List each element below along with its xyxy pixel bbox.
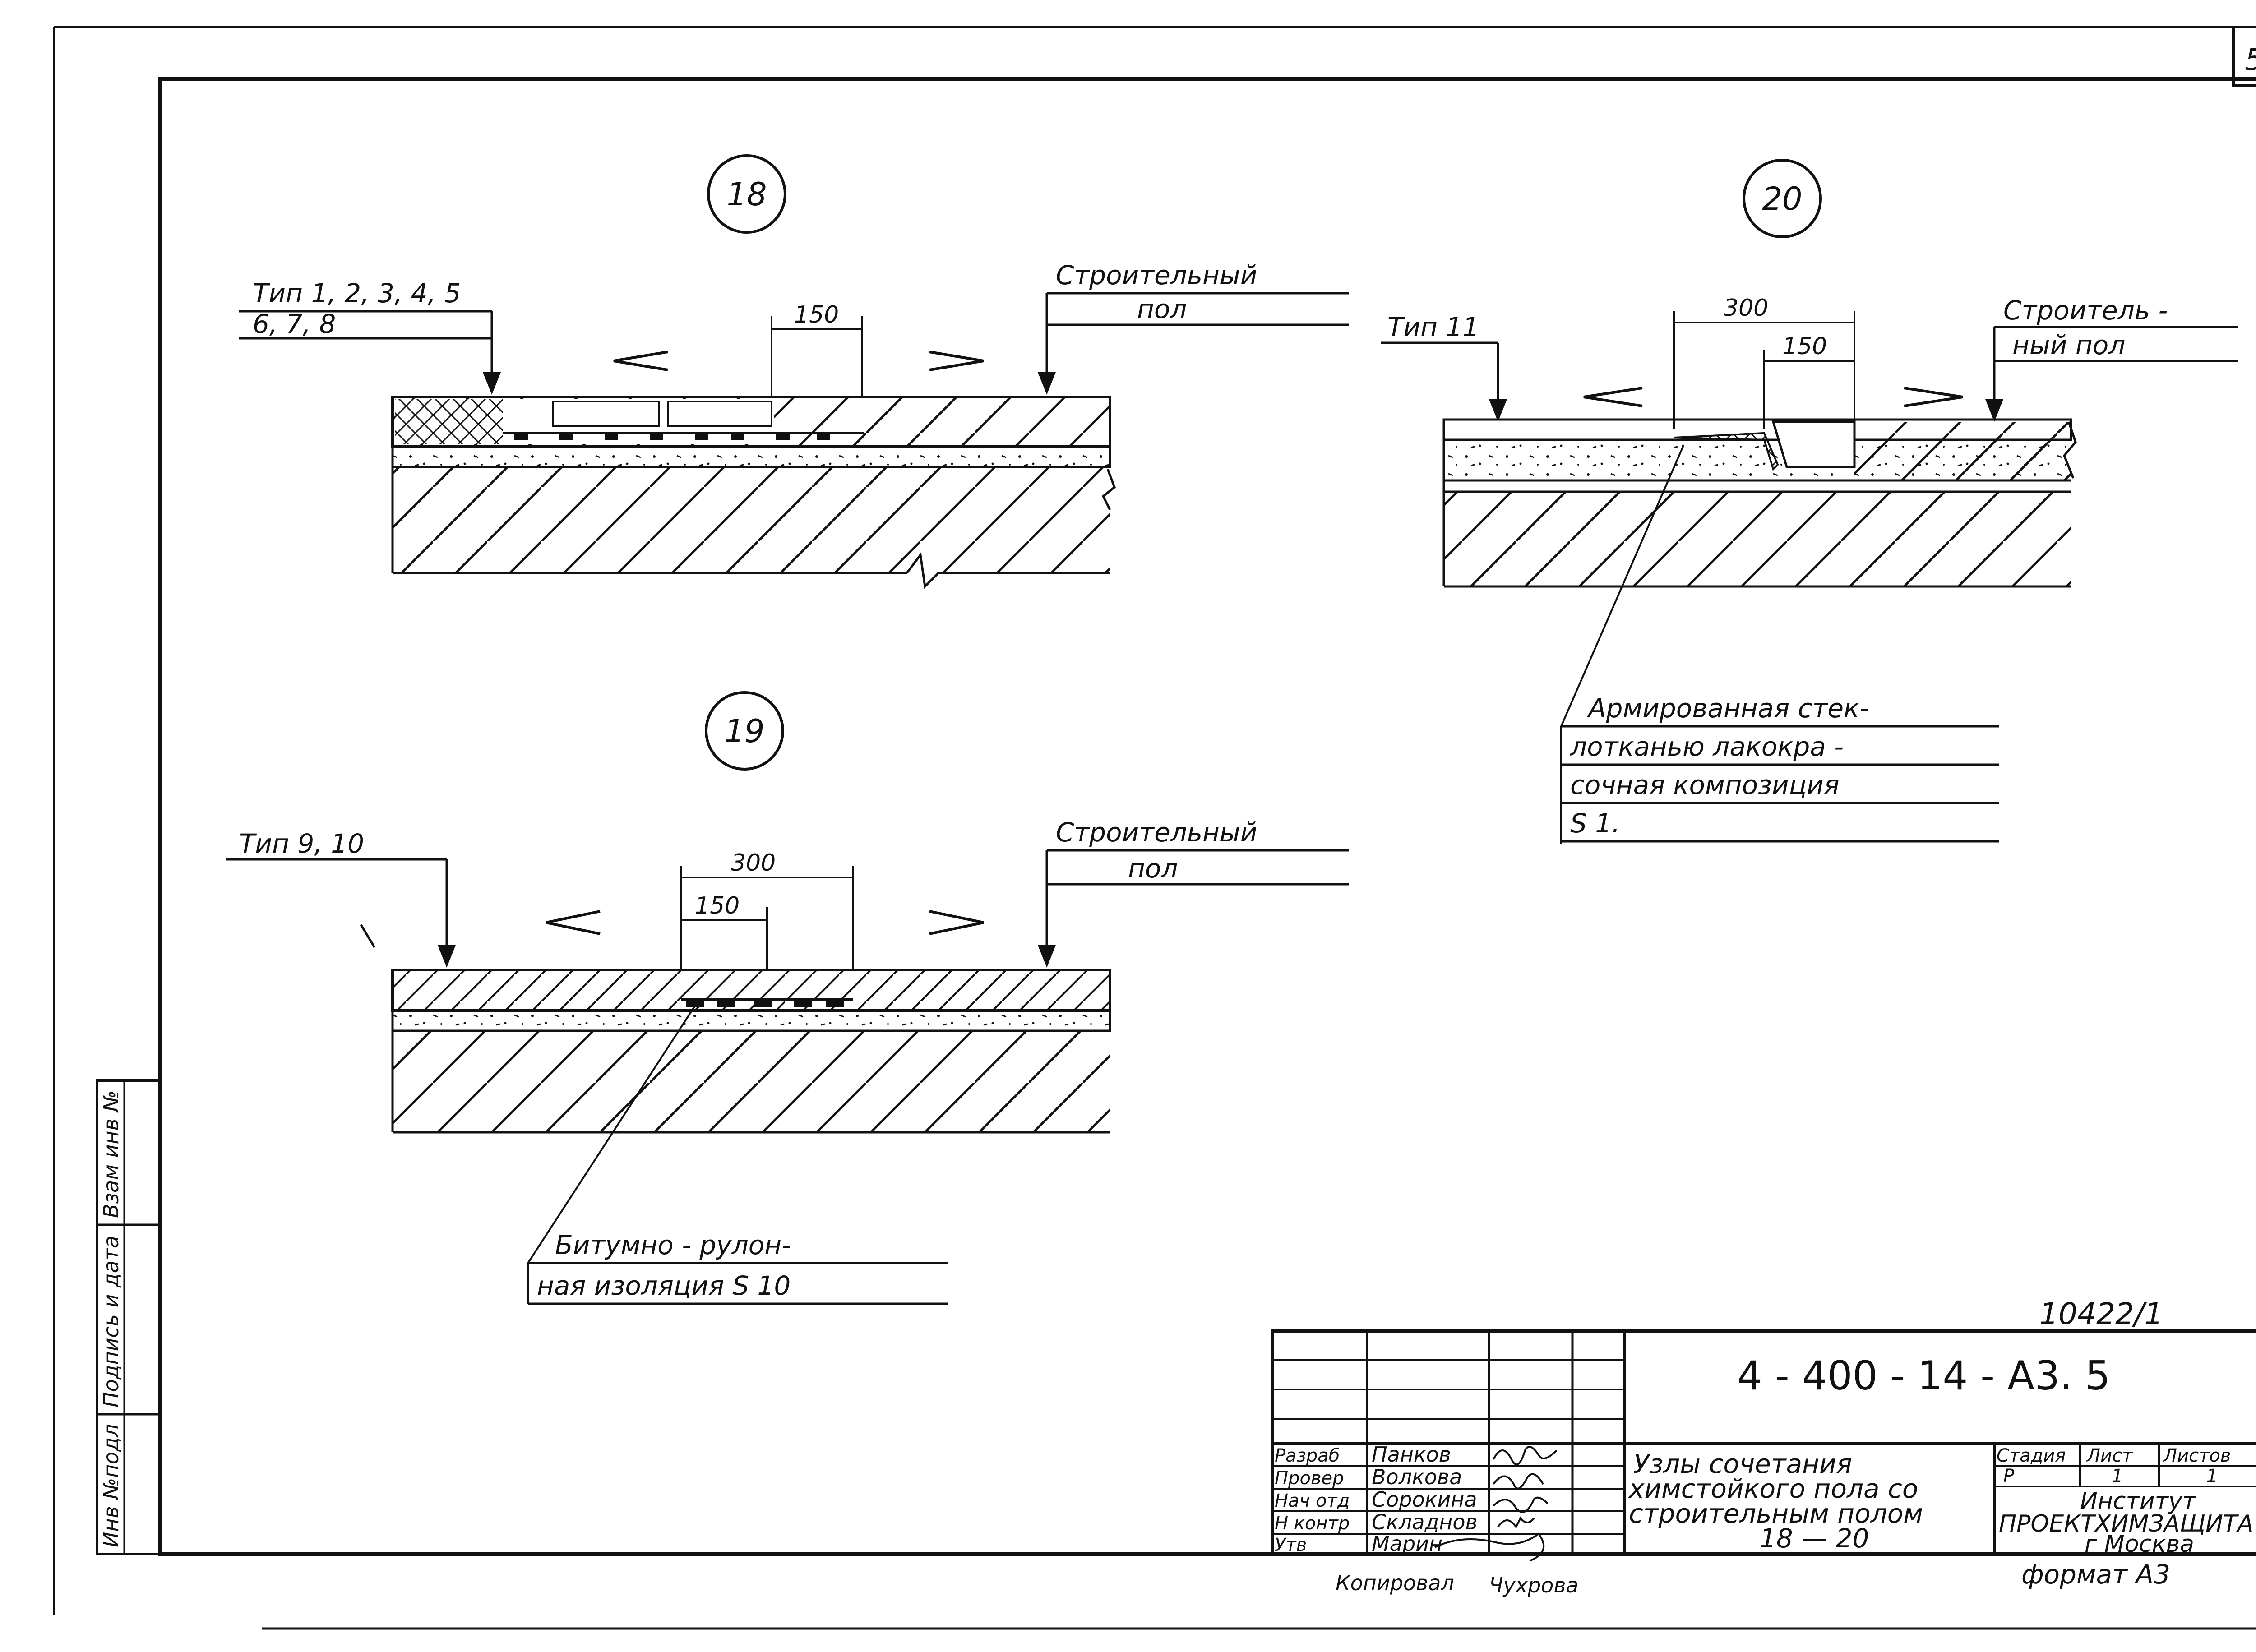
node-19: 19 Тип 9, 10 Строительный пол 300 150 [226, 691, 1349, 1305]
side-stamp: Инв №подл Подпись и дата Взам инв № [96, 1079, 162, 1555]
node-19-dimension-inner: 150 [695, 892, 740, 919]
node-18-dimension: 150 [794, 301, 839, 328]
node-20-callout-1: Армированная стек- [1586, 693, 1869, 724]
node-20: 20 Тип 11 Строитель - ный пол 300 150 [1381, 159, 2238, 844]
role-4: Н контр [1275, 1513, 1350, 1534]
name-2: Волкова [1372, 1465, 1462, 1489]
node-20-callout-4: S 1. [1570, 808, 1620, 839]
stage-value: Р [2003, 1466, 2015, 1486]
name-4: Складнов [1372, 1510, 1478, 1534]
node-19-right-label-2: пол [1128, 853, 1178, 884]
inventory-number: 10422/1 [2039, 1297, 2163, 1331]
node-20-marker: 20 [1762, 180, 1802, 217]
role-5: Утв [1275, 1535, 1307, 1555]
format-label: формат А3 [2021, 1559, 2170, 1590]
node-18-marker: 18 [726, 176, 767, 213]
node-20-right-label-1: Строитель - [2003, 295, 2168, 326]
node-20-marker-circle [1743, 159, 1822, 238]
node-19-marker-circle [705, 691, 784, 771]
drawing-title: Узлы сочетания химстойкого пола со строи… [1628, 1449, 1923, 1554]
node-20-right-label-2: ный пол [2012, 330, 2125, 360]
title-line-1: Узлы сочетания [1633, 1449, 1852, 1479]
document-code: 4 - 400 - 14 - А3. 5 [1737, 1352, 2110, 1399]
org-line-2: ПРОЕКТХИМЗАЩИТА [1999, 1510, 2253, 1537]
role-1: Разраб [1275, 1445, 1340, 1466]
stage-table: Стадия Лист Листов Р 1 1 Институт ПРОЕКТ… [1997, 1445, 2253, 1558]
side-stamp-label-3: Взам инв № [99, 1090, 123, 1218]
role-3: Нач отд [1275, 1490, 1350, 1511]
sheet-header: Лист [2086, 1445, 2133, 1466]
copied-name: Чухрова [1489, 1573, 1579, 1597]
node-18-right-label-2: пол [1137, 294, 1187, 324]
copied-label: Копировал [1336, 1571, 1454, 1595]
node-18-left-label-2: 6, 7, 8 [253, 309, 336, 339]
signatures-table: Разраб Провер Нач отд Н контр Утв Панков… [1275, 1442, 1558, 1562]
node-19-left-label: Тип 9, 10 [239, 828, 364, 859]
title-line-2: химстойкого пола со [1628, 1473, 1918, 1504]
node-19-callout-2: ная изоляция S 10 [537, 1270, 791, 1301]
stage-header: Стадия [1997, 1445, 2066, 1466]
name-5: Марин [1372, 1532, 1442, 1556]
sheet-number: 54 [2245, 42, 2256, 77]
side-stamp-label-2: Подпись и дата [99, 1236, 123, 1407]
node-18: 18 Тип 1, 2, 3, 4, 5 6, 7, 8 Строительны… [239, 154, 1349, 589]
role-2: Провер [1275, 1468, 1344, 1489]
node-18-marker-circle [707, 154, 786, 234]
handwritten-signatures [1434, 1446, 1558, 1562]
sheets-value: 1 [2206, 1466, 2218, 1486]
title-line-3: строительным полом [1629, 1498, 1923, 1529]
node-19-dimension-outer: 300 [731, 849, 776, 877]
node-19-marker: 19 [724, 713, 764, 750]
node-20-callout-3: сочная композиция [1570, 770, 1840, 800]
sheets-header: Листов [2163, 1445, 2231, 1466]
title-block [1271, 1329, 2256, 1556]
node-20-callout-2: лотканью лакокра - [1570, 731, 1844, 762]
node-18-left-label-1: Тип 1, 2, 3, 4, 5 [253, 278, 461, 309]
node-20-dimension-inner: 150 [1782, 333, 1827, 360]
name-3: Сорокина [1372, 1487, 1477, 1512]
drawing-frame [53, 26, 2256, 1630]
title-line-4: 18 — 20 [1760, 1523, 1869, 1554]
sheet-value: 1 [2112, 1466, 2123, 1486]
sheet-number-box: 54 [2232, 26, 2256, 87]
node-20-dimension-outer: 300 [1724, 295, 1768, 322]
org-line-3: г Москва [2085, 1531, 2194, 1558]
org-line-1: Институт [2080, 1488, 2197, 1515]
node-18-right-label-1: Строительный [1056, 260, 1257, 291]
node-19-callout-1: Битумно - рулон- [555, 1230, 791, 1260]
side-stamp-label-1: Инв №подл [99, 1424, 123, 1547]
node-19-right-label-1: Строительный [1056, 817, 1257, 848]
node-20-left-label: Тип 11 [1387, 312, 1479, 342]
name-1: Панков [1372, 1442, 1451, 1467]
